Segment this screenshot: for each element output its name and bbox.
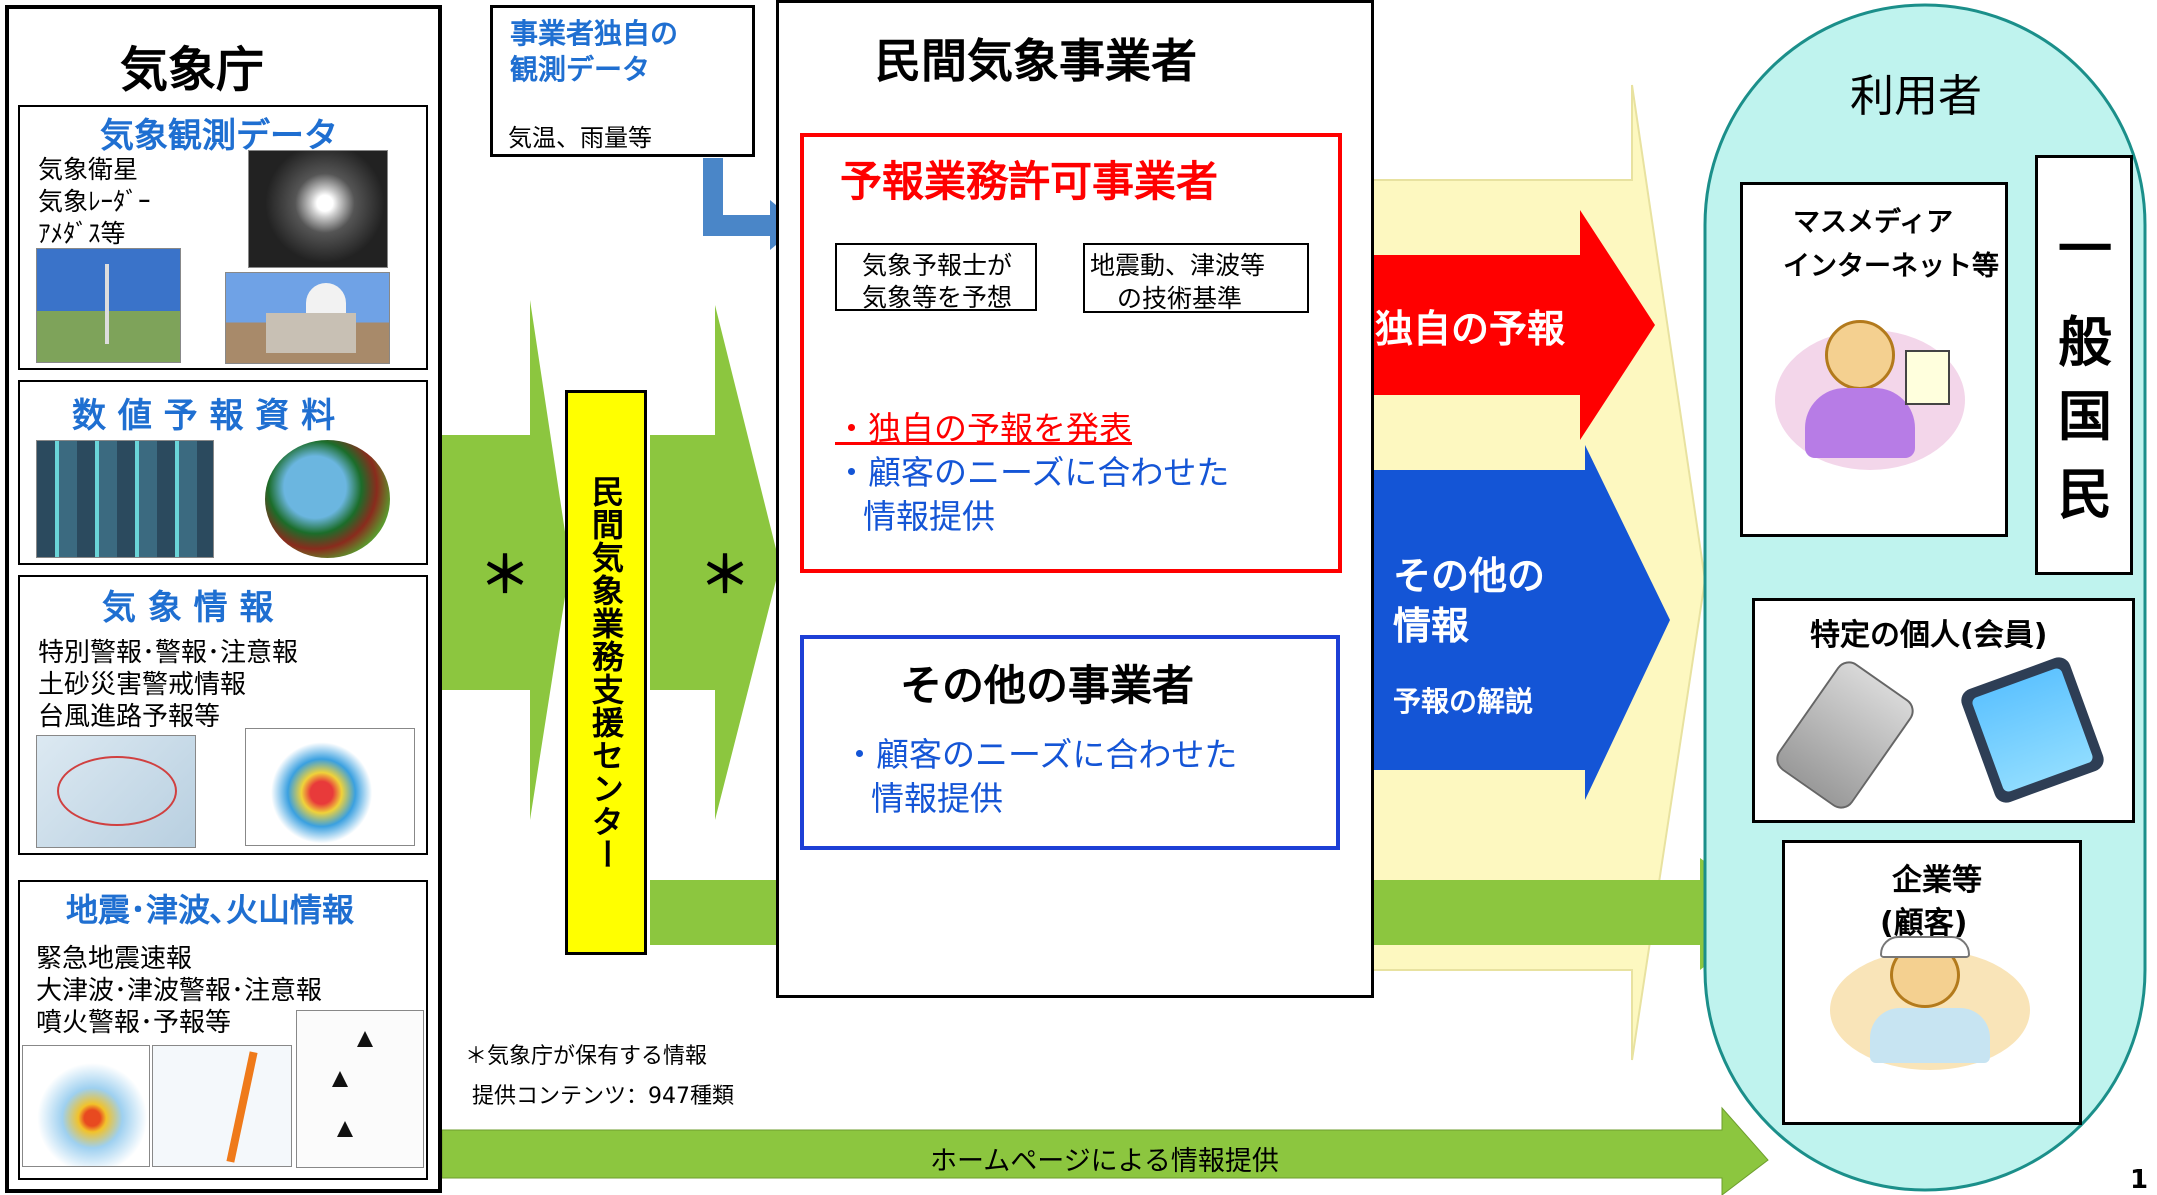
own-data-title-1: 事業者独自の [510, 17, 679, 50]
asterisk-2: ＊ [700, 546, 750, 604]
other-info-line-2: 情報 [1393, 604, 1470, 648]
own-forecast-label: 独自の予報 [1375, 307, 1566, 351]
other-info-line-1: その他の [1393, 554, 1546, 598]
media-line-2: インターネット等 [1783, 251, 1999, 282]
licensed-bullet-1: ・独自の予報を発表 [835, 409, 1132, 448]
public-char-3: 国 [2058, 385, 2112, 448]
licensed-box [800, 133, 1342, 573]
forecast-commentary-label: 予報の解説 [1393, 685, 1534, 718]
radar-dome-icon [225, 272, 390, 364]
blue-arrow [1372, 445, 1670, 800]
others-title: その他の事業者 [900, 661, 1195, 710]
others-box [800, 635, 1340, 850]
licensed-bullet-2-line-1: ・顧客のニーズに合わせた [835, 453, 1230, 492]
own-data-title-2: 観測データ [510, 53, 651, 86]
support-center-label: 民間気象業務支援センター [587, 474, 625, 871]
green-arrow-2 [650, 305, 780, 820]
globe-model-icon [255, 440, 400, 558]
public-char-1: 一 [2058, 218, 2112, 281]
satellite-image-icon [248, 150, 388, 268]
worker-icon [1830, 936, 2030, 1070]
rainfall-map-icon [245, 728, 415, 846]
weather-map-icon [36, 735, 196, 848]
private-title: 民間気象事業者 [875, 34, 1197, 88]
note-1: ＊気象庁が保有する情報 [465, 1044, 708, 1069]
supercomputer-icon [36, 440, 214, 558]
media-line-1: マスメディア [1793, 207, 1954, 238]
quake-line-3: 噴火警報･予報等 [36, 1008, 232, 1038]
obs-line-2: 気象ﾚｰﾀﾞｰ [38, 187, 151, 216]
licensed-sub2-line-2: の技術基準 [1117, 284, 1243, 313]
licensed-bullet-2-line-2: 情報提供 [863, 497, 995, 536]
green-arrow-1 [440, 300, 570, 820]
others-bullet-line-2: 情報提供 [871, 779, 1003, 818]
volcano-map-icon [296, 1010, 424, 1168]
support-center-box [565, 390, 647, 955]
users-title: 利用者 [1850, 71, 1982, 122]
licensed-sub1-line-2: 気象等を予想 [862, 283, 1013, 312]
corp-line-1: 企業等 [1892, 863, 1982, 898]
obs-line-1: 気象衛星 [38, 155, 139, 184]
licensed-sub2-box [1083, 243, 1309, 313]
quake-line-1: 緊急地震速報 [36, 944, 193, 974]
own-data-box [490, 5, 755, 157]
public-char-2: 般 [2058, 311, 2112, 374]
others-bullet-line-1: ・顧客のニーズに合わせた [843, 735, 1238, 774]
licensed-sub2-line-1: 地震動、津波等 [1090, 251, 1266, 280]
obs-line-3: ｱﾒﾀﾞｽ等 [38, 219, 126, 248]
specific-title: 特定の個人(会員) [1810, 618, 2048, 653]
note-2: 提供コンテンツ：947種類 [472, 1084, 734, 1109]
red-arrow [1372, 210, 1655, 440]
person-icon [1775, 320, 1965, 470]
nwp-title: 数 値 予 報 資 料 [72, 396, 336, 436]
corp-line-2: (顧客) [1880, 906, 1968, 941]
own-data-text: 気温、雨量等 [508, 124, 652, 152]
public-box [2035, 155, 2133, 575]
homepage-label: ホームページによる情報提供 [930, 1146, 1279, 1177]
homepage-arrow [441, 1106, 1769, 1195]
info-line-2: 土砂災害警戒情報 [38, 670, 247, 700]
public-char-4: 民 [2058, 463, 2112, 526]
info-line-3: 台風進路予報等 [38, 702, 221, 732]
page-number: 1 [2130, 1165, 2149, 1195]
tsunami-map-icon [152, 1045, 292, 1167]
quake-line-2: 大津波･津波警報･注意報 [36, 976, 323, 1006]
asterisk-1: ＊ [480, 546, 530, 604]
info-title: 気 象 情 報 [102, 588, 274, 628]
licensed-sub1-box [835, 243, 1037, 311]
quake-title: 地震･津波､火山情報 [66, 891, 355, 929]
seismic-map-icon [22, 1045, 150, 1167]
licensed-sub1-line-1: 気象予報士が [862, 251, 1013, 280]
obs-title: 気象観測データ [100, 116, 338, 156]
jma-title: 気象庁 [120, 42, 265, 98]
info-line-1: 特別警報･警報･注意報 [38, 638, 299, 668]
own-data-arrow [703, 158, 800, 250]
weather-station-icon [36, 248, 181, 363]
licensed-title: 予報業務許可事業者 [840, 157, 1219, 206]
